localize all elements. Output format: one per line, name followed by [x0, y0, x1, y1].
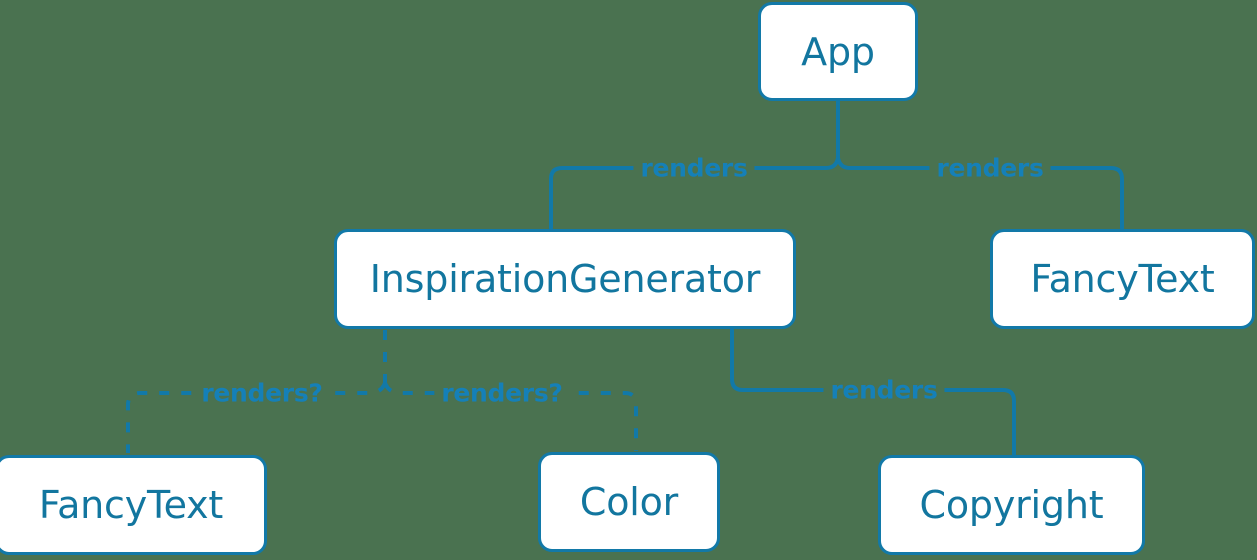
- edge-app-to-inspiration-generator: [549, 156, 840, 230]
- edge-inspiration-to-color: [383, 382, 638, 451]
- node-fancytext-top[interactable]: FancyText: [990, 229, 1255, 329]
- edge-app-to-fancytext-top: [836, 156, 1124, 230]
- edge-label-app-to-fancytext-top: renders: [929, 153, 1051, 183]
- edge-label-inspiration-to-copyright: renders: [823, 375, 945, 405]
- edge-label-inspiration-to-color: renders?: [434, 378, 570, 408]
- edge-label-inspiration-to-fancytext-bottom: renders?: [194, 378, 330, 408]
- edge-inspiration-to-fancytext-bottom: [126, 382, 387, 453]
- node-app[interactable]: App: [758, 2, 918, 101]
- node-copyright[interactable]: Copyright: [878, 455, 1145, 555]
- edge-label-app-to-inspiration: renders: [633, 153, 755, 183]
- node-fancytext-bottom[interactable]: FancyText: [0, 455, 267, 555]
- node-inspiration-generator[interactable]: InspirationGenerator: [334, 229, 796, 329]
- node-color[interactable]: Color: [538, 452, 720, 552]
